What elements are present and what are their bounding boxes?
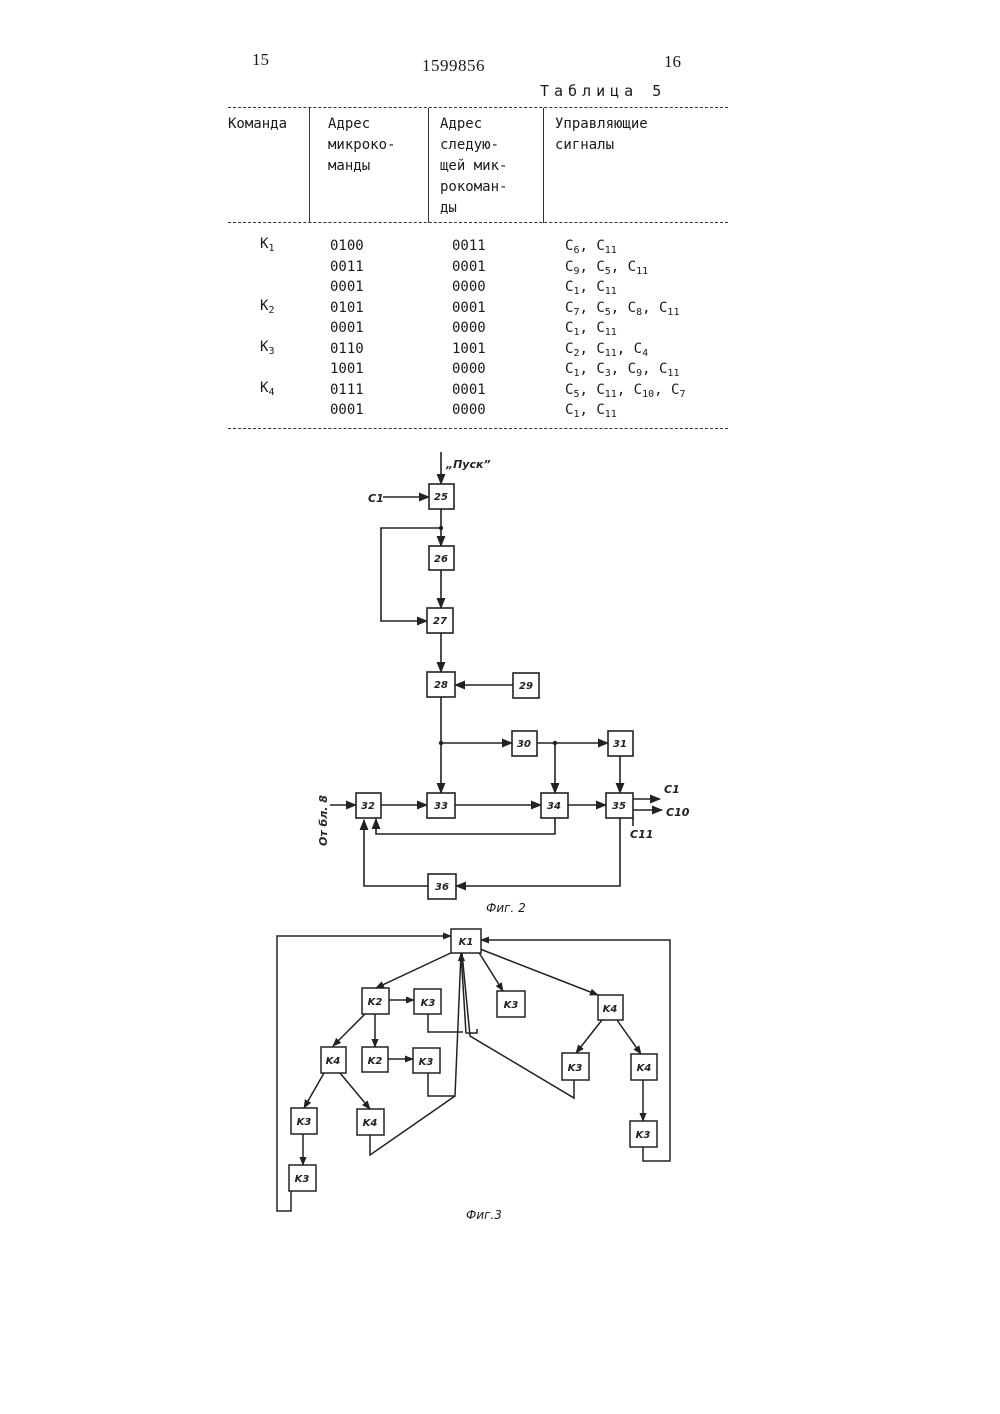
node-label: K1 (459, 937, 474, 948)
node-label: K3 (297, 1117, 312, 1128)
edge-k4r-k4 (617, 1020, 641, 1054)
node-label: K3 (421, 998, 436, 1009)
node-label: K4 (637, 1063, 652, 1074)
edge-k4-k3 (340, 1073, 370, 1109)
return-k3r (462, 953, 574, 1098)
return-k3c (428, 953, 461, 1096)
node-label: K3 (295, 1174, 310, 1185)
edge-k1-k2 (376, 951, 455, 988)
node-label: K3 (504, 1000, 519, 1011)
node-label: K3 (568, 1063, 583, 1074)
edge-k4r-k3 (576, 1020, 602, 1053)
node-label: K2 (368, 1056, 383, 1067)
edge-k1-k4 (480, 949, 598, 995)
figure-3-caption: Фиг.3 (466, 1208, 502, 1222)
node-label: K2 (368, 997, 383, 1008)
node-label: K4 (603, 1004, 618, 1015)
node-label: K3 (636, 1130, 651, 1141)
edge-k4-k4b (304, 1073, 324, 1108)
edge-k2-k4 (333, 1014, 365, 1046)
node-label: K4 (363, 1118, 378, 1129)
node-label: K3 (419, 1057, 434, 1068)
node-label: K4 (326, 1056, 341, 1067)
